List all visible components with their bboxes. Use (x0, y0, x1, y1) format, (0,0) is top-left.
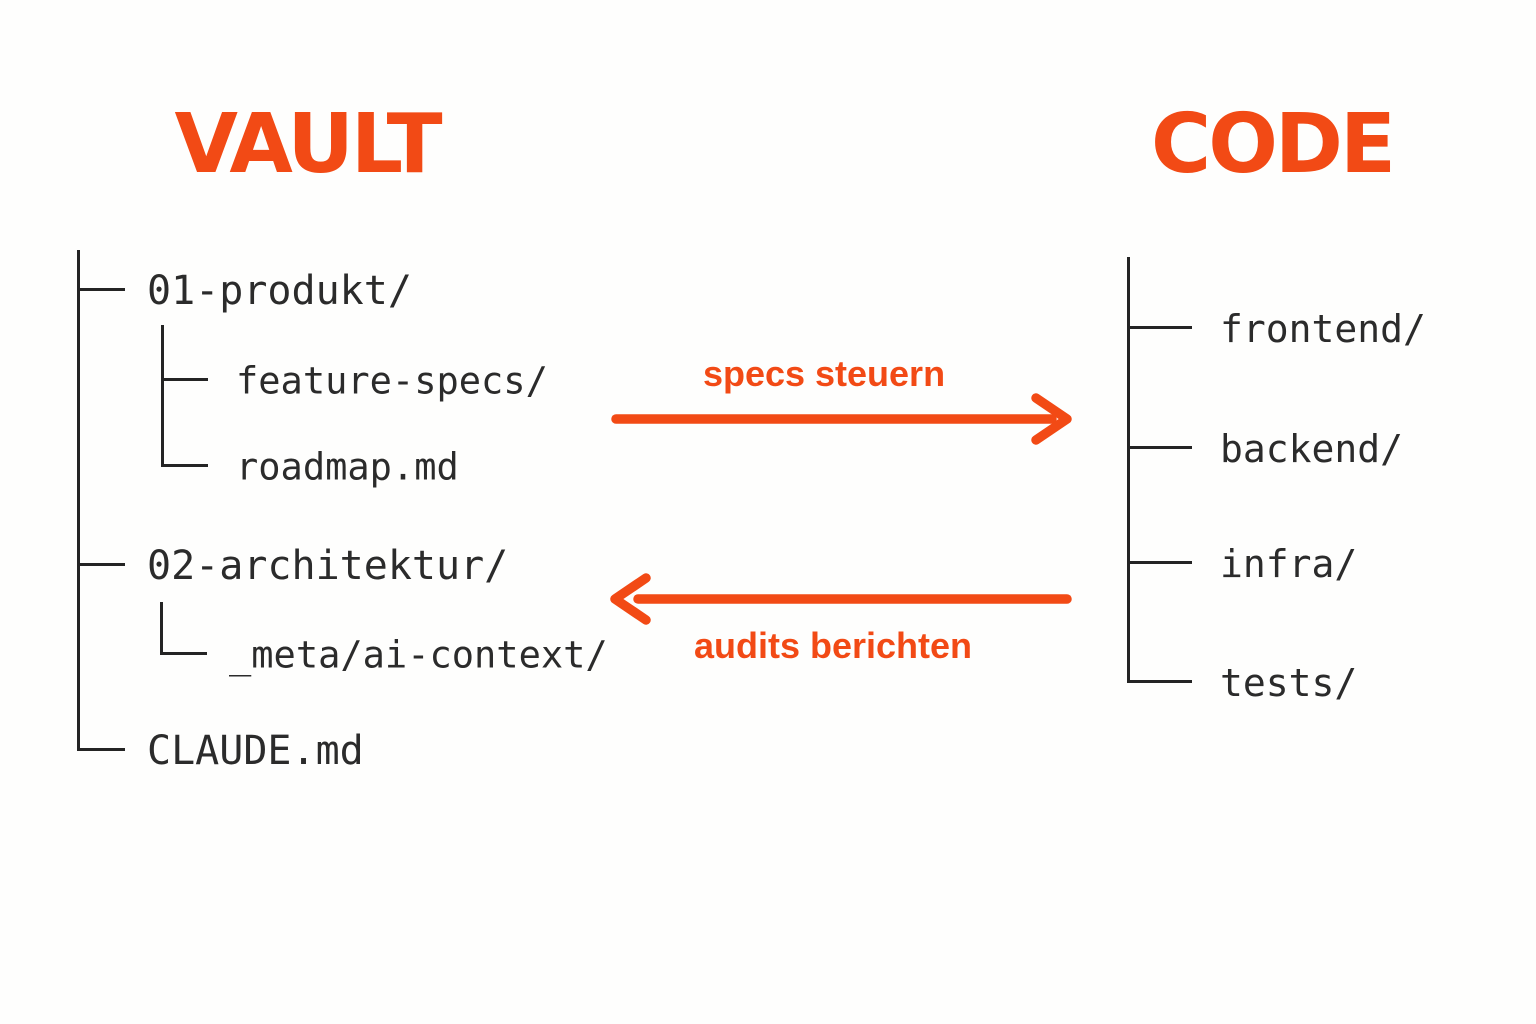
vault-subtrunk-01-line (161, 325, 164, 467)
vault-node-meta-ai-context: _meta/ai-context/ (229, 633, 608, 677)
code-tree-trunk-line (1127, 257, 1130, 683)
code-branch-tests-line (1127, 680, 1192, 683)
code-node-infra: infra/ (1220, 542, 1358, 586)
vault-branch-meta-line (160, 652, 207, 655)
vault-branch-02-architektur-line (77, 563, 125, 566)
vault-branch-01-produkt-line (77, 288, 125, 291)
vault-node-01-produkt: 01-produkt/ (147, 268, 412, 314)
code-node-tests: tests/ (1220, 661, 1358, 705)
code-node-frontend: frontend/ (1220, 307, 1426, 351)
vault-node-roadmap: roadmap.md (236, 445, 459, 489)
vault-node-feature-specs: feature-specs/ (236, 359, 548, 403)
code-branch-backend-line (1127, 446, 1192, 449)
vault-branch-roadmap-line (161, 464, 208, 467)
code-branch-frontend-line (1127, 326, 1192, 329)
vault-tree-trunk-line (77, 250, 80, 751)
specs-arrow-right-icon (611, 393, 1072, 445)
vault-branch-claude-line (77, 748, 125, 751)
vault-node-claude-md: CLAUDE.md (147, 728, 364, 774)
code-branch-infra-line (1127, 561, 1192, 564)
code-title: CODE (1151, 97, 1396, 192)
audits-arrow-label: audits berichten (693, 625, 973, 666)
vault-node-02-architektur: 02-architektur/ (147, 543, 509, 589)
specs-arrow-label: specs steuern (702, 353, 946, 394)
vault-subtrunk-02-line (160, 602, 163, 655)
vault-branch-feature-specs-line (161, 378, 208, 381)
vault-title: VAULT (174, 97, 442, 192)
audits-arrow-left-icon (610, 573, 1072, 625)
code-node-backend: backend/ (1220, 427, 1404, 471)
